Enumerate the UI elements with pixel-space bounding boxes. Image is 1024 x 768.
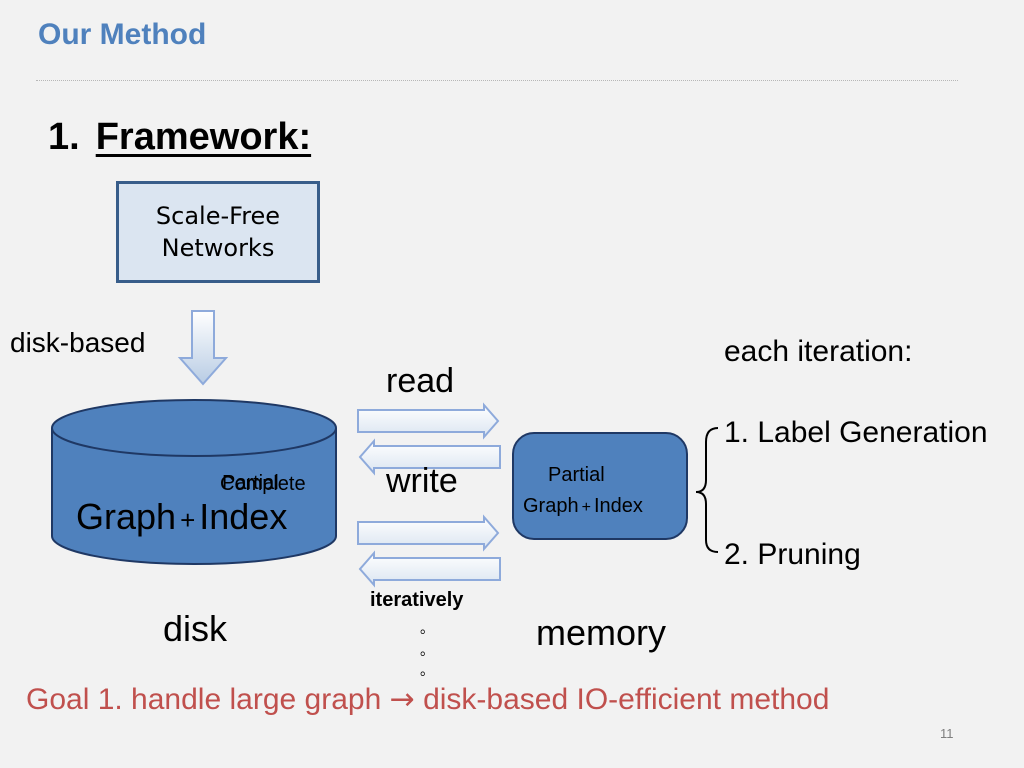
down-arrow-icon	[177, 310, 229, 386]
disk-partial-label: Partial	[222, 472, 279, 494]
write-label: write	[386, 462, 458, 500]
disk-cylinder	[51, 399, 337, 565]
read-arrow-2-icon	[357, 514, 500, 552]
ellipsis-dot-1: 。	[420, 620, 434, 636]
ellipsis-dot-3: 。	[420, 662, 434, 678]
disk-graph-text: Graph	[76, 496, 177, 537]
memory-index-text: Index	[593, 495, 643, 517]
scale-free-line-2: Networks	[161, 234, 275, 262]
memory-graph-text: Graph	[523, 495, 579, 517]
goal-prefix: Goal 1. handle large graph	[26, 683, 390, 716]
goal-suffix: disk-based IO-efficient method	[414, 683, 830, 716]
iteratively-label: iteratively	[370, 589, 464, 611]
write-arrow-2-icon	[358, 550, 501, 588]
title-divider	[36, 80, 958, 81]
memory-partial-graph-box	[512, 432, 688, 540]
heading-number: 1.	[48, 116, 80, 158]
iteration-step-2: 2. Pruning	[724, 538, 861, 571]
brace-icon	[695, 427, 719, 553]
goal-statement: Goal 1. handle large graph → disk-based …	[26, 682, 829, 717]
ellipsis-dot-2: 。	[420, 642, 434, 658]
iteration-header: each iteration:	[724, 335, 913, 368]
heading-text: Framework:	[95, 116, 312, 158]
memory-caption: memory	[536, 612, 667, 653]
iteration-step-1: 1. Label Generation	[724, 416, 988, 449]
scale-free-networks-box: Scale-Free Networks	[116, 181, 320, 283]
read-arrow-icon	[357, 402, 500, 440]
disk-complete-label: Complete	[220, 473, 306, 495]
memory-partial-label: Partial	[548, 464, 605, 486]
disk-caption: disk	[163, 608, 228, 649]
disk-index-text: Index	[199, 496, 288, 537]
section-heading: 1. Framework:	[48, 116, 311, 159]
write-arrow-icon	[358, 438, 501, 476]
read-label: read	[386, 362, 455, 400]
memory-graph-index-label: Graph+Index	[523, 495, 643, 518]
scale-free-line-1: Scale-Free	[155, 202, 281, 230]
page-number: 11	[940, 726, 954, 741]
right-arrow-icon: →	[389, 682, 415, 717]
slide-title: Our Method	[38, 18, 207, 51]
disk-plus-text: +	[180, 505, 196, 535]
disk-graph-index-label: Graph+Index	[76, 496, 287, 538]
memory-plus-text: +	[581, 499, 591, 516]
disk-based-label: disk-based	[10, 327, 146, 358]
